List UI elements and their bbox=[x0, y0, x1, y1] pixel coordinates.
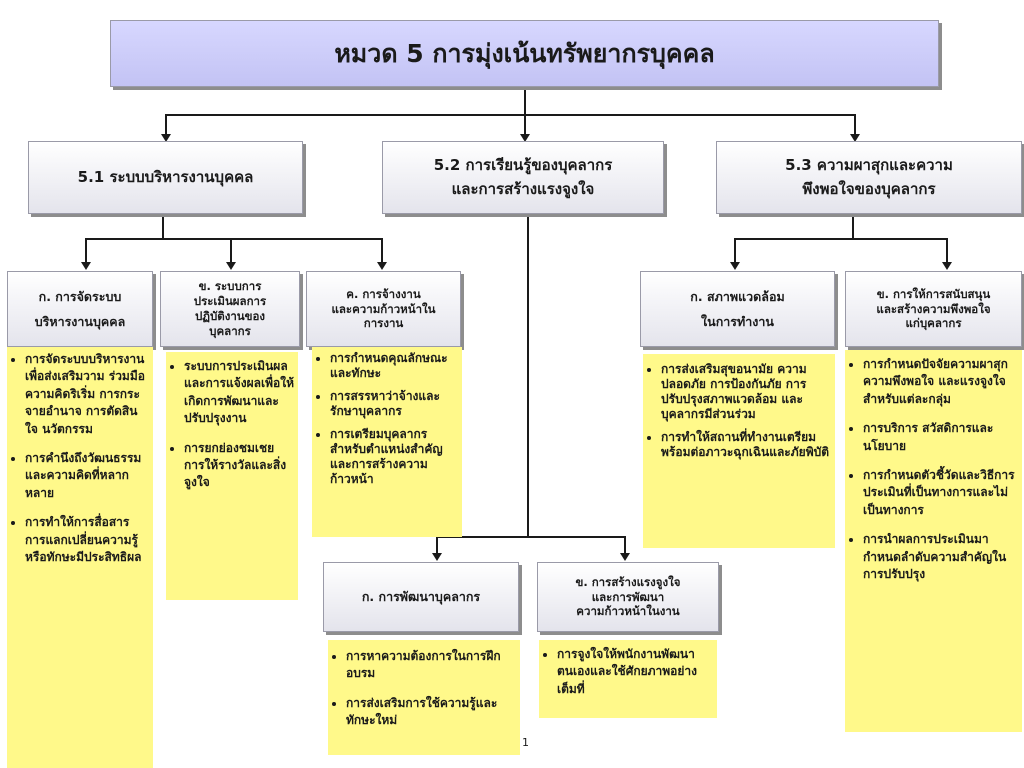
page-number: 1 bbox=[522, 736, 529, 749]
note-item: การกำหนดคุณลักษณะและทักษะ bbox=[330, 351, 458, 381]
note-item: การทำให้สถานที่ทำงานเตรียมพร้อมต่อภาวะฉุ… bbox=[661, 430, 831, 460]
connector bbox=[162, 214, 164, 239]
node-5-1-a: ก. การจัดระบบ บริหารงานบุคคล bbox=[7, 271, 153, 347]
connector bbox=[436, 536, 626, 538]
node-label: ก. การพัฒนาบุคลากร bbox=[361, 588, 481, 604]
connector bbox=[527, 214, 529, 537]
note-item: การทำให้การสื่อสาร การแลกเปลี่ยนความรู้ห… bbox=[25, 514, 149, 566]
connector bbox=[524, 87, 526, 115]
title-box: หมวด 5 การมุ่งเน้นทรัพยากรบุคคล bbox=[110, 20, 939, 87]
node-5-2-a: ก. การพัฒนาบุคลากร bbox=[323, 562, 519, 632]
node-label: ค. การจ้างงาน และความก้าวหน้าใน การงาน bbox=[331, 286, 436, 331]
arrow-icon bbox=[226, 262, 236, 270]
diagram-title: หมวด 5 การมุ่งเน้นทรัพยากรบุคคล bbox=[334, 38, 715, 68]
note-item: การจูงใจให้พนักงานพัฒนาตนเองและใช้ศักยภา… bbox=[557, 646, 713, 698]
node-5-1: 5.1 ระบบบริหารงานบุคคล bbox=[28, 141, 303, 214]
note-5-1-c: การกำหนดคุณลักษณะและทักษะ การสรรหาว่าจ้า… bbox=[312, 347, 462, 537]
connector bbox=[165, 114, 856, 116]
arrow-icon bbox=[620, 553, 630, 561]
node-5-3: 5.3 ความผาสุกและความ พึงพอใจของบุคลากร bbox=[716, 141, 1022, 214]
note-5-1-a: การจัดระบบบริหารงานเพื่อส่งเสริมวาม ร่วม… bbox=[7, 347, 153, 768]
node-5-2-b: ข. การสร้างแรงจูงใจ และการพัฒนา ความก้าว… bbox=[537, 562, 719, 632]
note-5-2-a: การหาความต้องการในการฝึกอบรม การส่งเสริม… bbox=[328, 640, 520, 755]
arrow-icon bbox=[520, 134, 530, 142]
connector bbox=[85, 238, 383, 240]
note-5-2-b: การจูงใจให้พนักงานพัฒนาตนเองและใช้ศักยภา… bbox=[539, 640, 717, 718]
connector bbox=[624, 536, 626, 556]
note-item: การนำผลการประเมินมากำหนดลำดับความสำคัญใน… bbox=[863, 531, 1018, 583]
note-item: การคำนึงถึงวัฒนธรรมและความคิดที่หลากหลาย bbox=[25, 450, 149, 502]
node-5-1-c: ค. การจ้างงาน และความก้าวหน้าใน การงาน bbox=[306, 271, 461, 347]
node-label: ก. การจัดระบบ บริหารงานบุคคล bbox=[34, 289, 126, 329]
note-item: ระบบการประเมินผลและการแจ้งผลเพื่อให้เกิด… bbox=[184, 358, 294, 428]
node-5-3-b: ข. การให้การสนับสนุน และสร้างความพึงพอใจ… bbox=[845, 271, 1022, 347]
connector bbox=[854, 114, 856, 136]
note-item: การกำหนดปัจจัยความผาสุกความพึงพอใจ และแร… bbox=[863, 356, 1018, 408]
node-label: ข. ระบบการ ประเมินผลการ ปฏิบัติงานของ บุ… bbox=[193, 279, 267, 338]
node-5-2: 5.2 การเรียนรู้ของบุคลากร และการสร้างแรง… bbox=[382, 141, 664, 214]
connector bbox=[852, 214, 854, 239]
connector bbox=[381, 238, 383, 264]
note-5-3-a: การส่งเสริมสุขอนามัย ความปลอดภัย การป้อง… bbox=[643, 354, 835, 548]
node-label: 5.2 การเรียนรู้ของบุคลากร และการสร้างแรง… bbox=[433, 156, 613, 198]
connector bbox=[436, 536, 438, 556]
note-item: การบริการ สวัสดิการและนโยบาย bbox=[863, 420, 1018, 455]
note-5-3-b: การกำหนดปัจจัยความผาสุกความพึงพอใจ และแร… bbox=[845, 350, 1022, 732]
arrow-icon bbox=[850, 134, 860, 142]
node-label: ข. การสร้างแรงจูงใจ และการพัฒนา ความก้าว… bbox=[575, 574, 681, 619]
node-label: ก. สภาพแวดล้อม ในการทำงาน bbox=[690, 289, 785, 329]
node-5-3-a: ก. สภาพแวดล้อม ในการทำงาน bbox=[640, 271, 835, 347]
connector bbox=[230, 238, 232, 264]
node-label: 5.3 ความผาสุกและความ พึงพอใจของบุคลากร bbox=[785, 156, 953, 198]
arrow-icon bbox=[942, 262, 952, 270]
node-label: 5.1 ระบบบริหารงานบุคคล bbox=[77, 167, 254, 186]
node-label: ข. การให้การสนับสนุน และสร้างความพึงพอใจ… bbox=[876, 286, 991, 331]
note-item: การยกย่องชมเชย การให้รางวัลและสิ่งจูงใจ bbox=[184, 440, 294, 492]
connector bbox=[165, 114, 167, 136]
connector bbox=[734, 238, 736, 264]
note-item: การกำหนดตัวชี้วัดและวิธีการประเมินที่เป็… bbox=[863, 467, 1018, 519]
arrow-icon bbox=[432, 553, 442, 561]
note-item: การสรรหาว่าจ้างและรักษาบุคลากร bbox=[330, 389, 458, 419]
note-item: การจัดระบบบริหารงานเพื่อส่งเสริมวาม ร่วม… bbox=[25, 351, 149, 438]
connector bbox=[85, 238, 87, 264]
connector bbox=[946, 238, 948, 264]
note-item: การส่งเสริมการใช้ความรู้และทักษะใหม่ bbox=[346, 695, 516, 730]
note-5-1-b: ระบบการประเมินผลและการแจ้งผลเพื่อให้เกิด… bbox=[166, 352, 298, 600]
note-item: การเตรียมบุคลากรสำหรับตำแหน่งสำคัญ และกา… bbox=[330, 427, 458, 487]
note-item: การส่งเสริมสุขอนามัย ความปลอดภัย การป้อง… bbox=[661, 362, 831, 422]
connector bbox=[734, 238, 948, 240]
node-5-1-b: ข. ระบบการ ประเมินผลการ ปฏิบัติงานของ บุ… bbox=[160, 271, 300, 347]
arrow-icon bbox=[730, 262, 740, 270]
arrow-icon bbox=[81, 262, 91, 270]
connector bbox=[524, 114, 526, 136]
note-item: การหาความต้องการในการฝึกอบรม bbox=[346, 648, 516, 683]
arrow-icon bbox=[161, 134, 171, 142]
arrow-icon bbox=[377, 262, 387, 270]
